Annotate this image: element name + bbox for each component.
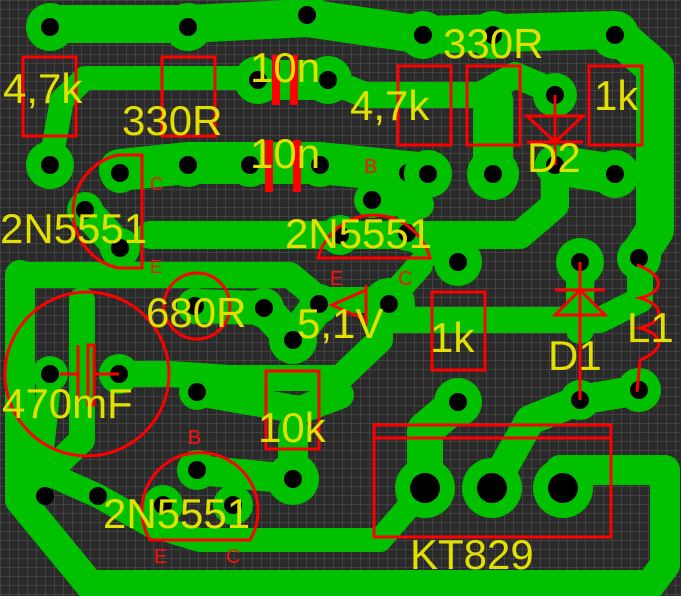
label-1k-top: 1k [594,72,639,119]
zener-symbol [328,285,368,325]
drill-hole [179,18,197,36]
drill-hole [179,156,197,174]
drill-hole [606,26,624,44]
q3-outline [140,451,260,542]
drill-hole [188,383,206,401]
label-10n-top: 10n [250,44,320,91]
r-47k-mid-outline [396,64,453,147]
r-330-mid-outline [465,64,522,147]
c-470-outline [3,290,171,458]
r-330-left-outline [160,55,217,138]
drill-hole [241,156,259,174]
r-680-outline [162,271,232,341]
label-kt829: KT829 [410,531,534,578]
label-q3: 2N5551 [103,490,250,537]
label-470mf: 470mF [2,380,133,427]
q2-pin-e: E [330,268,343,290]
d1-symbol [551,262,609,400]
drill-hole [154,496,172,514]
drill-hole [449,253,467,271]
drill-hole [188,461,206,479]
q3-pin-e: E [154,546,167,568]
label-d2: D2 [527,134,581,181]
drill-hole [111,164,129,182]
drill-hole [449,393,467,411]
c-10n-top-plate [272,55,280,105]
drill-hole [419,165,437,183]
q1-outline [71,153,144,270]
drill-hole [284,470,302,488]
drill-hole [606,165,624,183]
label-l1: L1 [627,304,674,351]
label-10k: 10k [258,404,327,451]
label-d1: D1 [548,332,602,379]
drill-hole [284,331,302,349]
drill-hole [548,473,578,503]
r-1k-mid-outline [430,290,487,372]
drill-hole [630,249,648,267]
drill-hole [414,26,432,44]
d2-symbol [523,95,587,165]
drill-hole [630,381,648,399]
drill-hole [76,201,94,219]
q3-pin-b: B [188,427,201,449]
drill-hole [36,487,54,505]
kt829-outline [372,423,613,539]
drill-hole [41,18,59,36]
label-q1: 2N5551 [0,205,147,252]
q3-pin-c: C [226,546,240,568]
label-330r-top: 330R [443,20,543,67]
drill-hole [380,295,398,313]
label-q2: 2N5551 [285,210,432,257]
silkscreen [3,55,661,542]
q1-pin-c: C [150,174,163,194]
drill-hole [224,496,242,514]
drill-hole [41,365,59,383]
c-10n-bottom-plate [293,140,301,192]
drill-hole [89,487,107,505]
drill-hole [319,71,337,89]
drill-hole [310,295,328,313]
drill-hole [484,26,502,44]
r-10k-outline [264,369,321,451]
drill-hole [41,156,59,174]
drill-hole [311,156,329,174]
q2-pin-b: B [364,156,377,178]
c-470-symbol [60,343,119,407]
pads [26,0,661,525]
drill-hole [255,299,273,317]
q1-pin-e: E [150,257,162,277]
label-47k-mid: 4,7k [350,82,430,129]
label-330r-left: 330R [122,97,222,144]
label-47k-left: 4,7k [3,65,83,112]
label-10n-bottom: 10n [250,130,320,177]
drill-hole [249,71,267,89]
r-47k-left-outline [21,55,78,138]
drill-hole [363,191,381,209]
label-1k-mid: 1k [430,314,475,361]
label-zener: 5,1V [297,300,383,347]
q2-pin-c: C [398,268,412,290]
c-10n-top-plate [290,55,298,105]
r-1k-top-outline [587,64,644,147]
l1-symbol [634,263,661,393]
drill-hole [477,473,507,503]
drill-hole [298,6,316,24]
drill-hole [111,239,129,257]
drill-hole [484,165,502,183]
c-10n-bottom-plate [265,140,273,192]
drill-hole [410,473,440,503]
q2-outline [316,213,432,260]
drill-hole [186,297,204,315]
label-680r: 680R [146,289,246,336]
